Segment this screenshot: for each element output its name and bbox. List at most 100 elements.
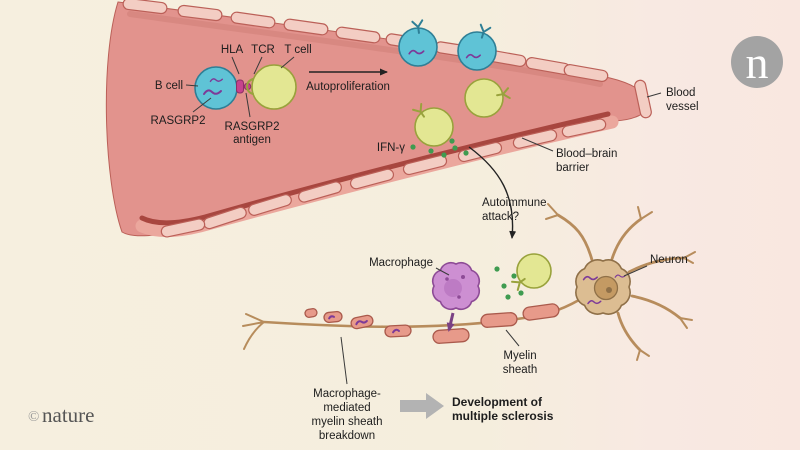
nature-logo: n bbox=[731, 36, 783, 88]
ifn-gamma-dots bbox=[410, 138, 469, 158]
text-labels: HLA TCR T cell B cell RASGRP2 RASGRP2 an… bbox=[151, 44, 699, 442]
breakdown-label-2: mediated bbox=[323, 402, 370, 414]
dendrite-twig bbox=[545, 203, 559, 220]
dendrite bbox=[616, 311, 642, 352]
development-label-2: multiple sclerosis bbox=[452, 409, 554, 423]
vessel-wall-segment bbox=[335, 26, 381, 44]
rasgrp2-pointer bbox=[192, 97, 212, 113]
ifn-dot bbox=[428, 148, 434, 154]
tcr-molecule bbox=[245, 78, 254, 95]
proliferated-cells bbox=[398, 19, 511, 147]
blood-vessel-pointer bbox=[646, 92, 662, 98]
ifn-dot bbox=[463, 150, 469, 156]
tcr-label: TCR bbox=[251, 44, 275, 56]
vessel-wall-segment bbox=[283, 18, 329, 36]
ifn-dot bbox=[511, 273, 517, 279]
vessel-wall-segment bbox=[561, 118, 607, 138]
breakdown-label-4: breakdown bbox=[319, 430, 375, 442]
development-block-arrow bbox=[400, 393, 444, 419]
neuron-nucleus bbox=[593, 275, 619, 301]
vessel-tip-rim bbox=[634, 79, 652, 119]
ifn-dot bbox=[452, 145, 458, 151]
breakdown-pointer bbox=[340, 336, 348, 385]
nature-logo-letter: n bbox=[746, 37, 769, 88]
vessel-top-inner-shade bbox=[127, 11, 603, 87]
hla-pointer bbox=[231, 56, 240, 75]
vessel-wall-segment bbox=[402, 154, 448, 176]
b-t-cell-interaction bbox=[194, 64, 297, 110]
autoimmune-attack-arrow bbox=[468, 146, 517, 239]
ifn-dot bbox=[494, 266, 500, 272]
dendrite-twig bbox=[679, 317, 693, 329]
myelin-segment bbox=[480, 312, 518, 328]
b-cell-label: B cell bbox=[155, 80, 183, 92]
copyright-name: nature bbox=[42, 403, 94, 427]
nucleolus bbox=[606, 287, 612, 293]
t-cell-body bbox=[464, 78, 504, 118]
rasgrp2-antigen-label-2: antigen bbox=[233, 134, 271, 146]
breakdown-label-1: Macrophage- bbox=[313, 388, 381, 400]
development-label-1: Development of bbox=[452, 395, 543, 409]
dendrite bbox=[610, 217, 643, 261]
tcr-pointer bbox=[253, 56, 263, 75]
myelin-pointer bbox=[505, 329, 520, 347]
t-cell-pointer bbox=[280, 56, 295, 69]
ifn-dot bbox=[410, 144, 416, 150]
dendrite-twig bbox=[683, 251, 696, 264]
vessel-wall-segment bbox=[177, 4, 223, 22]
b-cell-body bbox=[398, 27, 438, 67]
neuron-label: Neuron bbox=[650, 254, 688, 266]
copyright-symbol: © bbox=[28, 409, 39, 425]
attacking-t-cell bbox=[494, 253, 552, 300]
bbb-pointer bbox=[521, 137, 554, 152]
breakdown-label-3: myelin sheath bbox=[312, 416, 383, 428]
myelin-segment bbox=[432, 328, 470, 344]
myelin-sheath-healthy bbox=[432, 303, 560, 344]
bbb-label-1: Blood–brain bbox=[556, 148, 617, 160]
dendrite-twig bbox=[637, 206, 653, 220]
t-cell-body bbox=[516, 253, 552, 289]
vessel-wall-segment bbox=[230, 11, 276, 29]
vessel-wall-segment bbox=[160, 218, 206, 238]
macrophage-label: Macrophage bbox=[369, 257, 433, 269]
neuron bbox=[242, 203, 696, 361]
blood-vessel-label-1: Blood bbox=[666, 87, 695, 99]
damaged-myelin-segment bbox=[323, 310, 343, 324]
vessel-wall-segment bbox=[349, 168, 395, 190]
myelin-segment bbox=[522, 303, 560, 321]
myelin-label-2: sheath bbox=[503, 364, 538, 376]
neuron-dendrites bbox=[545, 203, 696, 361]
vessel-wall-segment bbox=[563, 64, 609, 82]
vessel-wall-segment bbox=[298, 181, 342, 203]
autoproliferation-label: Autoproliferation bbox=[306, 81, 390, 93]
copyright: © nature bbox=[28, 403, 94, 427]
b-cell-pointer bbox=[185, 84, 199, 87]
vessel-wall-segment bbox=[122, 0, 168, 15]
damaged-myelin-segment bbox=[384, 324, 412, 338]
vessel-wall-segment bbox=[248, 194, 292, 216]
macrophage-attack-arrow bbox=[446, 312, 455, 332]
dendrite-twig bbox=[636, 349, 650, 361]
dendrite bbox=[627, 256, 686, 274]
rasgrp2-label: RASGRP2 bbox=[151, 115, 206, 127]
hla-label: HLA bbox=[221, 44, 244, 56]
damaged-myelin-segment bbox=[350, 314, 374, 330]
macrophage-granule bbox=[457, 295, 461, 299]
rasgrp2-antigen-label-1: RASGRP2 bbox=[225, 121, 280, 133]
autoimmune-label-2: attack? bbox=[482, 211, 519, 223]
axon-terminal-twigs bbox=[242, 313, 265, 350]
rasgrp2-antigen-pointer bbox=[245, 92, 251, 118]
blood-vessel-label-2: vessel bbox=[666, 101, 699, 113]
ifn-dot bbox=[501, 283, 507, 289]
macrophage-pointer bbox=[435, 267, 450, 276]
nature-logo-circle bbox=[731, 36, 783, 88]
myelin-sheath-damaged bbox=[304, 308, 412, 338]
macrophage-granule bbox=[461, 275, 465, 279]
macrophage-granule bbox=[445, 277, 449, 281]
pointer-lines bbox=[185, 56, 662, 385]
bbb-label-2: barrier bbox=[556, 162, 589, 174]
myelin-label-1: Myelin bbox=[503, 350, 536, 362]
macrophage-inner-blob bbox=[444, 279, 462, 297]
